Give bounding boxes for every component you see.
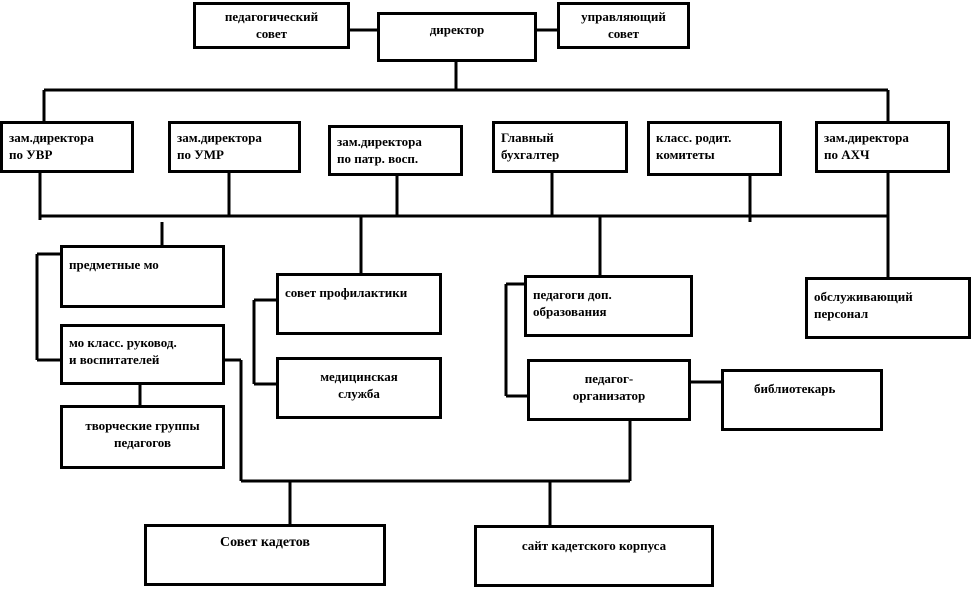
- deputy-director-uvr-node: зам.директора по УВР: [0, 121, 134, 173]
- cadet-council-node: Совет кадетов: [144, 524, 386, 586]
- deputy-director-patriotic-node: зам.директора по патр. восп.: [328, 125, 463, 176]
- subject-mo-node: предметные мо: [60, 245, 225, 308]
- governing-council-node: управляющий совет: [557, 2, 690, 49]
- class-teachers-mo-node: мо класс. руковод. и воспитателей: [60, 324, 225, 385]
- medical-service-node: медицинская служба: [276, 357, 442, 419]
- teacher-organizer-node: педагог- организатор: [527, 359, 691, 421]
- additional-education-teachers-node: педагоги доп. образования: [524, 275, 693, 337]
- parent-committees-node: класс. родит. комитеты: [647, 121, 782, 176]
- service-staff-node: обслуживающий персонал: [805, 277, 971, 339]
- cadet-corps-site-node: сайт кадетского корпуса: [474, 525, 714, 587]
- prevention-council-node: совет профилактики: [276, 273, 442, 335]
- deputy-director-ahch-node: зам.директора по АХЧ: [815, 121, 950, 173]
- librarian-node: библиотекарь: [721, 369, 883, 431]
- creative-groups-node: творческие группы педагогов: [60, 405, 225, 469]
- director-node: директор: [377, 12, 537, 62]
- chief-accountant-node: Главный бухгалтер: [492, 121, 628, 173]
- deputy-director-umr-node: зам.директора по УМР: [168, 121, 301, 173]
- pedagogical-council-node: педагогический совет: [193, 2, 350, 49]
